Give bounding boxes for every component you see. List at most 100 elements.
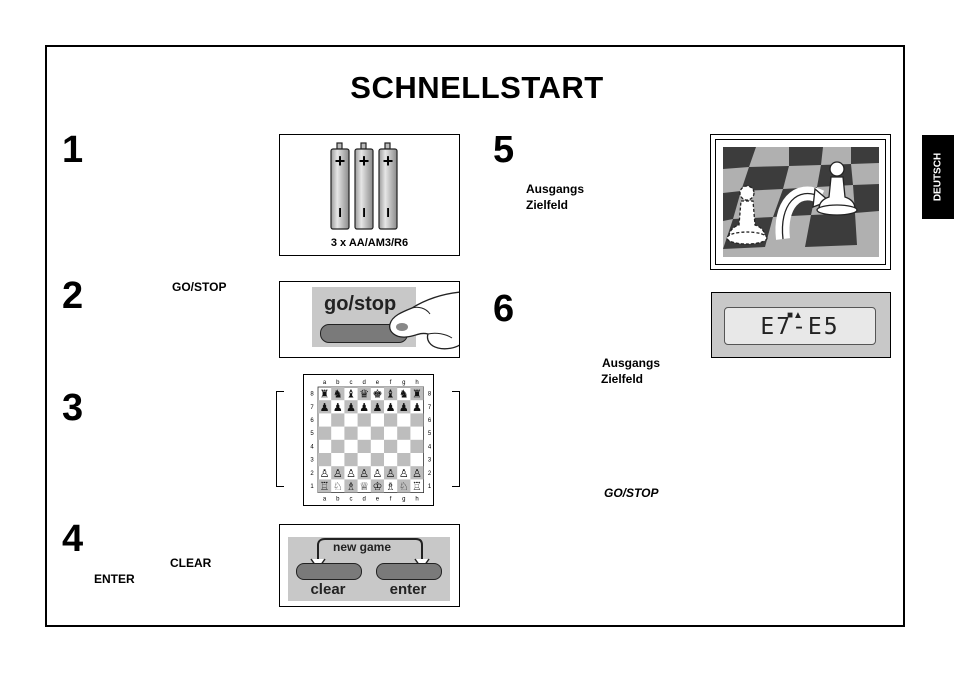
- board-square-dark: [410, 413, 424, 427]
- file-label: b: [336, 380, 340, 386]
- white-pawn: ♙: [372, 467, 382, 480]
- board-square-dark: [410, 387, 424, 401]
- board-square-dark: [384, 387, 398, 401]
- rank-label: 2: [428, 471, 432, 477]
- rank-label: 1: [310, 484, 314, 490]
- white-piece: ♘: [333, 480, 343, 493]
- board-square-dark: [331, 387, 345, 401]
- black-piece: ♜: [320, 388, 330, 401]
- board-square-dark: [318, 400, 332, 414]
- board-square-dark: [410, 439, 424, 453]
- white-piece: ♖: [412, 480, 422, 493]
- step-number-2: 2: [62, 275, 84, 317]
- lcd-status-icons: ■▲: [787, 310, 803, 321]
- file-label: c: [350, 497, 353, 503]
- step-number-4: 4: [62, 518, 84, 560]
- rank-label: 7: [428, 405, 432, 411]
- board-square-dark: [370, 479, 384, 493]
- pawn-move-icon: [723, 147, 879, 257]
- black-piece: ♞: [399, 388, 409, 401]
- rank-label: 8: [428, 392, 432, 398]
- battery-icon: [330, 142, 398, 230]
- file-label: a: [323, 497, 327, 503]
- black-pawn: ♟: [386, 401, 396, 414]
- white-pawn: ♙: [346, 467, 356, 480]
- board-square-dark: [410, 466, 424, 480]
- minus-mark: I: [386, 205, 390, 220]
- board-square-dark: [344, 453, 358, 467]
- file-label: d: [363, 497, 366, 503]
- board-square-dark: [344, 426, 358, 440]
- white-piece: ♖: [320, 480, 330, 493]
- black-piece: ♝: [386, 388, 396, 401]
- rank-label: 7: [310, 405, 314, 411]
- bracket-right: [452, 391, 460, 487]
- page-title: SCHNELLSTART: [350, 70, 604, 105]
- enter-key-text: enter: [389, 581, 427, 598]
- file-label: e: [376, 497, 380, 503]
- board-square-dark: [357, 439, 371, 453]
- gostop-key-text: go/stop: [324, 293, 397, 315]
- lcd-display-illustration: ■▲ E7-E5: [711, 292, 891, 358]
- board-square-dark: [370, 453, 384, 467]
- newgame-text: new game: [330, 540, 395, 554]
- black-piece: ♚: [372, 388, 382, 401]
- white-piece: ♕: [359, 480, 369, 493]
- step-number-5: 5: [493, 129, 515, 171]
- board-square-dark: [397, 479, 411, 493]
- plus-sign: +: [382, 151, 394, 171]
- zielfeld-label: Zielfeld: [526, 198, 569, 212]
- white-piece: ♗: [386, 480, 396, 493]
- file-label: f: [390, 380, 392, 386]
- rank-label: 5: [428, 431, 432, 437]
- black-pawn: ♟: [333, 401, 343, 414]
- step-number-3: 3: [62, 387, 84, 429]
- rank-label: 3: [428, 458, 432, 464]
- ausgangs-label-6: Ausgangs: [602, 356, 661, 370]
- board-square-dark: [357, 387, 371, 401]
- black-pawn: ♟: [320, 401, 330, 414]
- lcd-screen: ■▲ E7-E5: [724, 307, 876, 345]
- clear-key: [296, 563, 362, 580]
- board-square-dark: [384, 439, 398, 453]
- file-label: b: [336, 497, 340, 503]
- rank-label: 6: [310, 418, 314, 424]
- board-square-dark: [318, 426, 332, 440]
- white-pawn: ♙: [386, 467, 396, 480]
- file-label: f: [390, 497, 392, 503]
- rank-label: 3: [310, 458, 314, 464]
- board-square-dark: [331, 439, 345, 453]
- file-label: d: [363, 380, 366, 386]
- board-square-dark: [384, 466, 398, 480]
- language-tab-label: DEUTSCH: [932, 152, 944, 202]
- file-label: g: [402, 497, 405, 503]
- zielfeld-label-6: Zielfeld: [601, 372, 644, 386]
- black-pawn: ♟: [359, 401, 369, 414]
- black-piece: ♛: [359, 388, 369, 401]
- white-pawn: ♙: [333, 467, 343, 480]
- language-tab: DEUTSCH: [922, 135, 954, 219]
- board-square-dark: [344, 479, 358, 493]
- file-label: a: [323, 380, 327, 386]
- board-square-dark: [331, 466, 345, 480]
- board-square-dark: [370, 400, 384, 414]
- white-piece: ♔: [372, 480, 382, 493]
- battery-caption: 3 x AA/AM3/R6: [330, 237, 409, 249]
- file-label: h: [415, 497, 418, 503]
- board-square-dark: [357, 413, 371, 427]
- board-square-dark: [397, 400, 411, 414]
- newgame-illustration: new game clear enter: [279, 524, 460, 607]
- white-pawn: ♙: [399, 467, 409, 480]
- rank-label: 6: [428, 418, 432, 424]
- board-square-dark: [357, 466, 371, 480]
- black-pawn: ♟: [412, 401, 422, 414]
- board-square-dark: [397, 426, 411, 440]
- lcd-move-readout: E7-E5: [760, 314, 840, 340]
- white-pawn: ♙: [320, 467, 330, 480]
- plus-sign: +: [334, 151, 346, 171]
- inner-frame: [715, 139, 886, 265]
- white-piece: ♗: [346, 480, 356, 493]
- file-label: h: [415, 380, 418, 386]
- enter-key: [376, 563, 442, 580]
